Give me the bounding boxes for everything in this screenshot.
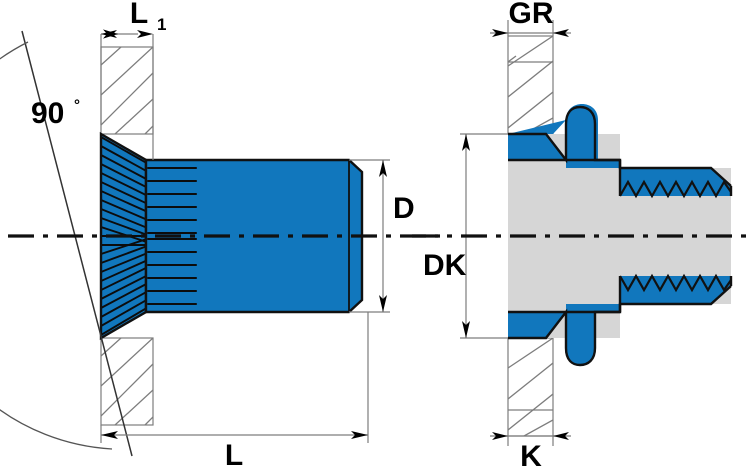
dimension-l1-subscript: 1 bbox=[157, 15, 166, 34]
dimension-gr: GR bbox=[490, 0, 571, 37]
dimension-d: D bbox=[349, 159, 415, 313]
dimension-l: L bbox=[100, 312, 369, 470]
left-view-component: 90 ° L 1 D bbox=[0, 0, 440, 470]
section-outlines bbox=[508, 105, 733, 367]
dimension-gr-label: GR bbox=[509, 0, 554, 30]
dimension-l1: L 1 bbox=[100, 0, 166, 160]
panel-upper-right bbox=[507, 35, 554, 135]
dimension-l1-label: L bbox=[130, 0, 148, 30]
dimension-d-label: D bbox=[393, 192, 415, 225]
dimension-dk-label: DK bbox=[423, 249, 467, 282]
thread-teeth-upper bbox=[619, 179, 732, 199]
angle-degree-symbol: ° bbox=[74, 97, 80, 114]
angle-90-label: 90 bbox=[31, 97, 64, 130]
thread-teeth-lower bbox=[619, 273, 732, 293]
dimension-k: K bbox=[490, 432, 571, 470]
panel-lower-left bbox=[100, 337, 154, 426]
right-view-installed-section: GR K DK bbox=[412, 0, 748, 470]
dimension-k-label: K bbox=[520, 440, 542, 470]
angle-90-annotation: 90 ° bbox=[0, 30, 133, 457]
dimension-l-label: L bbox=[225, 439, 243, 470]
